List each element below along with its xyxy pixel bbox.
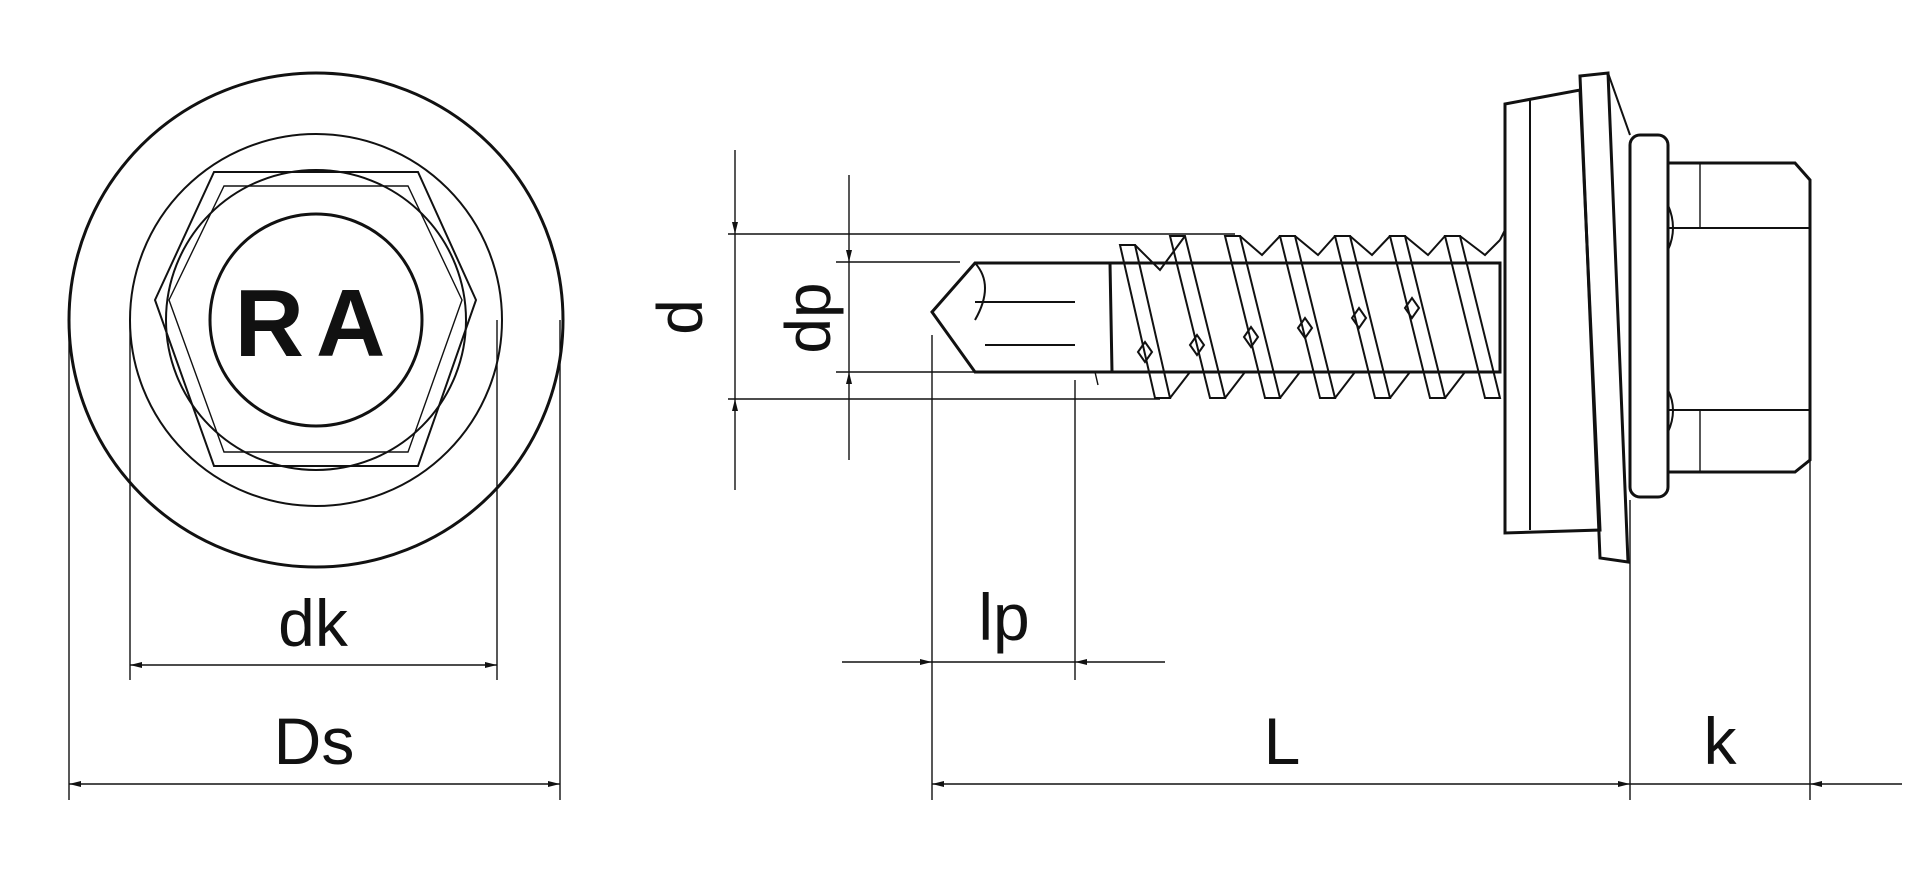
ds-dimension: Ds xyxy=(68,320,561,800)
l-label: L xyxy=(1264,704,1301,778)
lp-label: lp xyxy=(978,580,1029,654)
thread-flights xyxy=(1118,235,1502,399)
sealing-washer xyxy=(1503,88,1602,535)
top-view: RA xyxy=(67,71,565,569)
marking-circle xyxy=(208,212,424,428)
dp-label: dp xyxy=(772,282,844,353)
dp-dimension: dp xyxy=(772,175,1090,460)
k-dimension: k xyxy=(1630,460,1902,800)
l-dimension: L xyxy=(932,500,1631,800)
shank-core xyxy=(1110,261,1502,374)
hex-head-inner-outline xyxy=(168,185,463,453)
metal-flange xyxy=(1578,71,1630,564)
ds-label: Ds xyxy=(274,704,355,778)
k-label: k xyxy=(1704,704,1738,778)
drill-point xyxy=(930,261,1114,374)
d-dimension: d xyxy=(644,150,1235,490)
head-marking-text: RA xyxy=(235,270,398,377)
d-label: d xyxy=(644,299,716,335)
dk-label: dk xyxy=(278,586,349,660)
hex-head-side xyxy=(1668,161,1812,474)
lp-dimension: lp xyxy=(842,335,1165,800)
hex-head-outline xyxy=(153,171,478,467)
dk-dimension: dk xyxy=(129,320,498,680)
head-collar xyxy=(1628,133,1670,499)
flange-circle xyxy=(165,169,467,471)
side-view xyxy=(930,71,1812,564)
